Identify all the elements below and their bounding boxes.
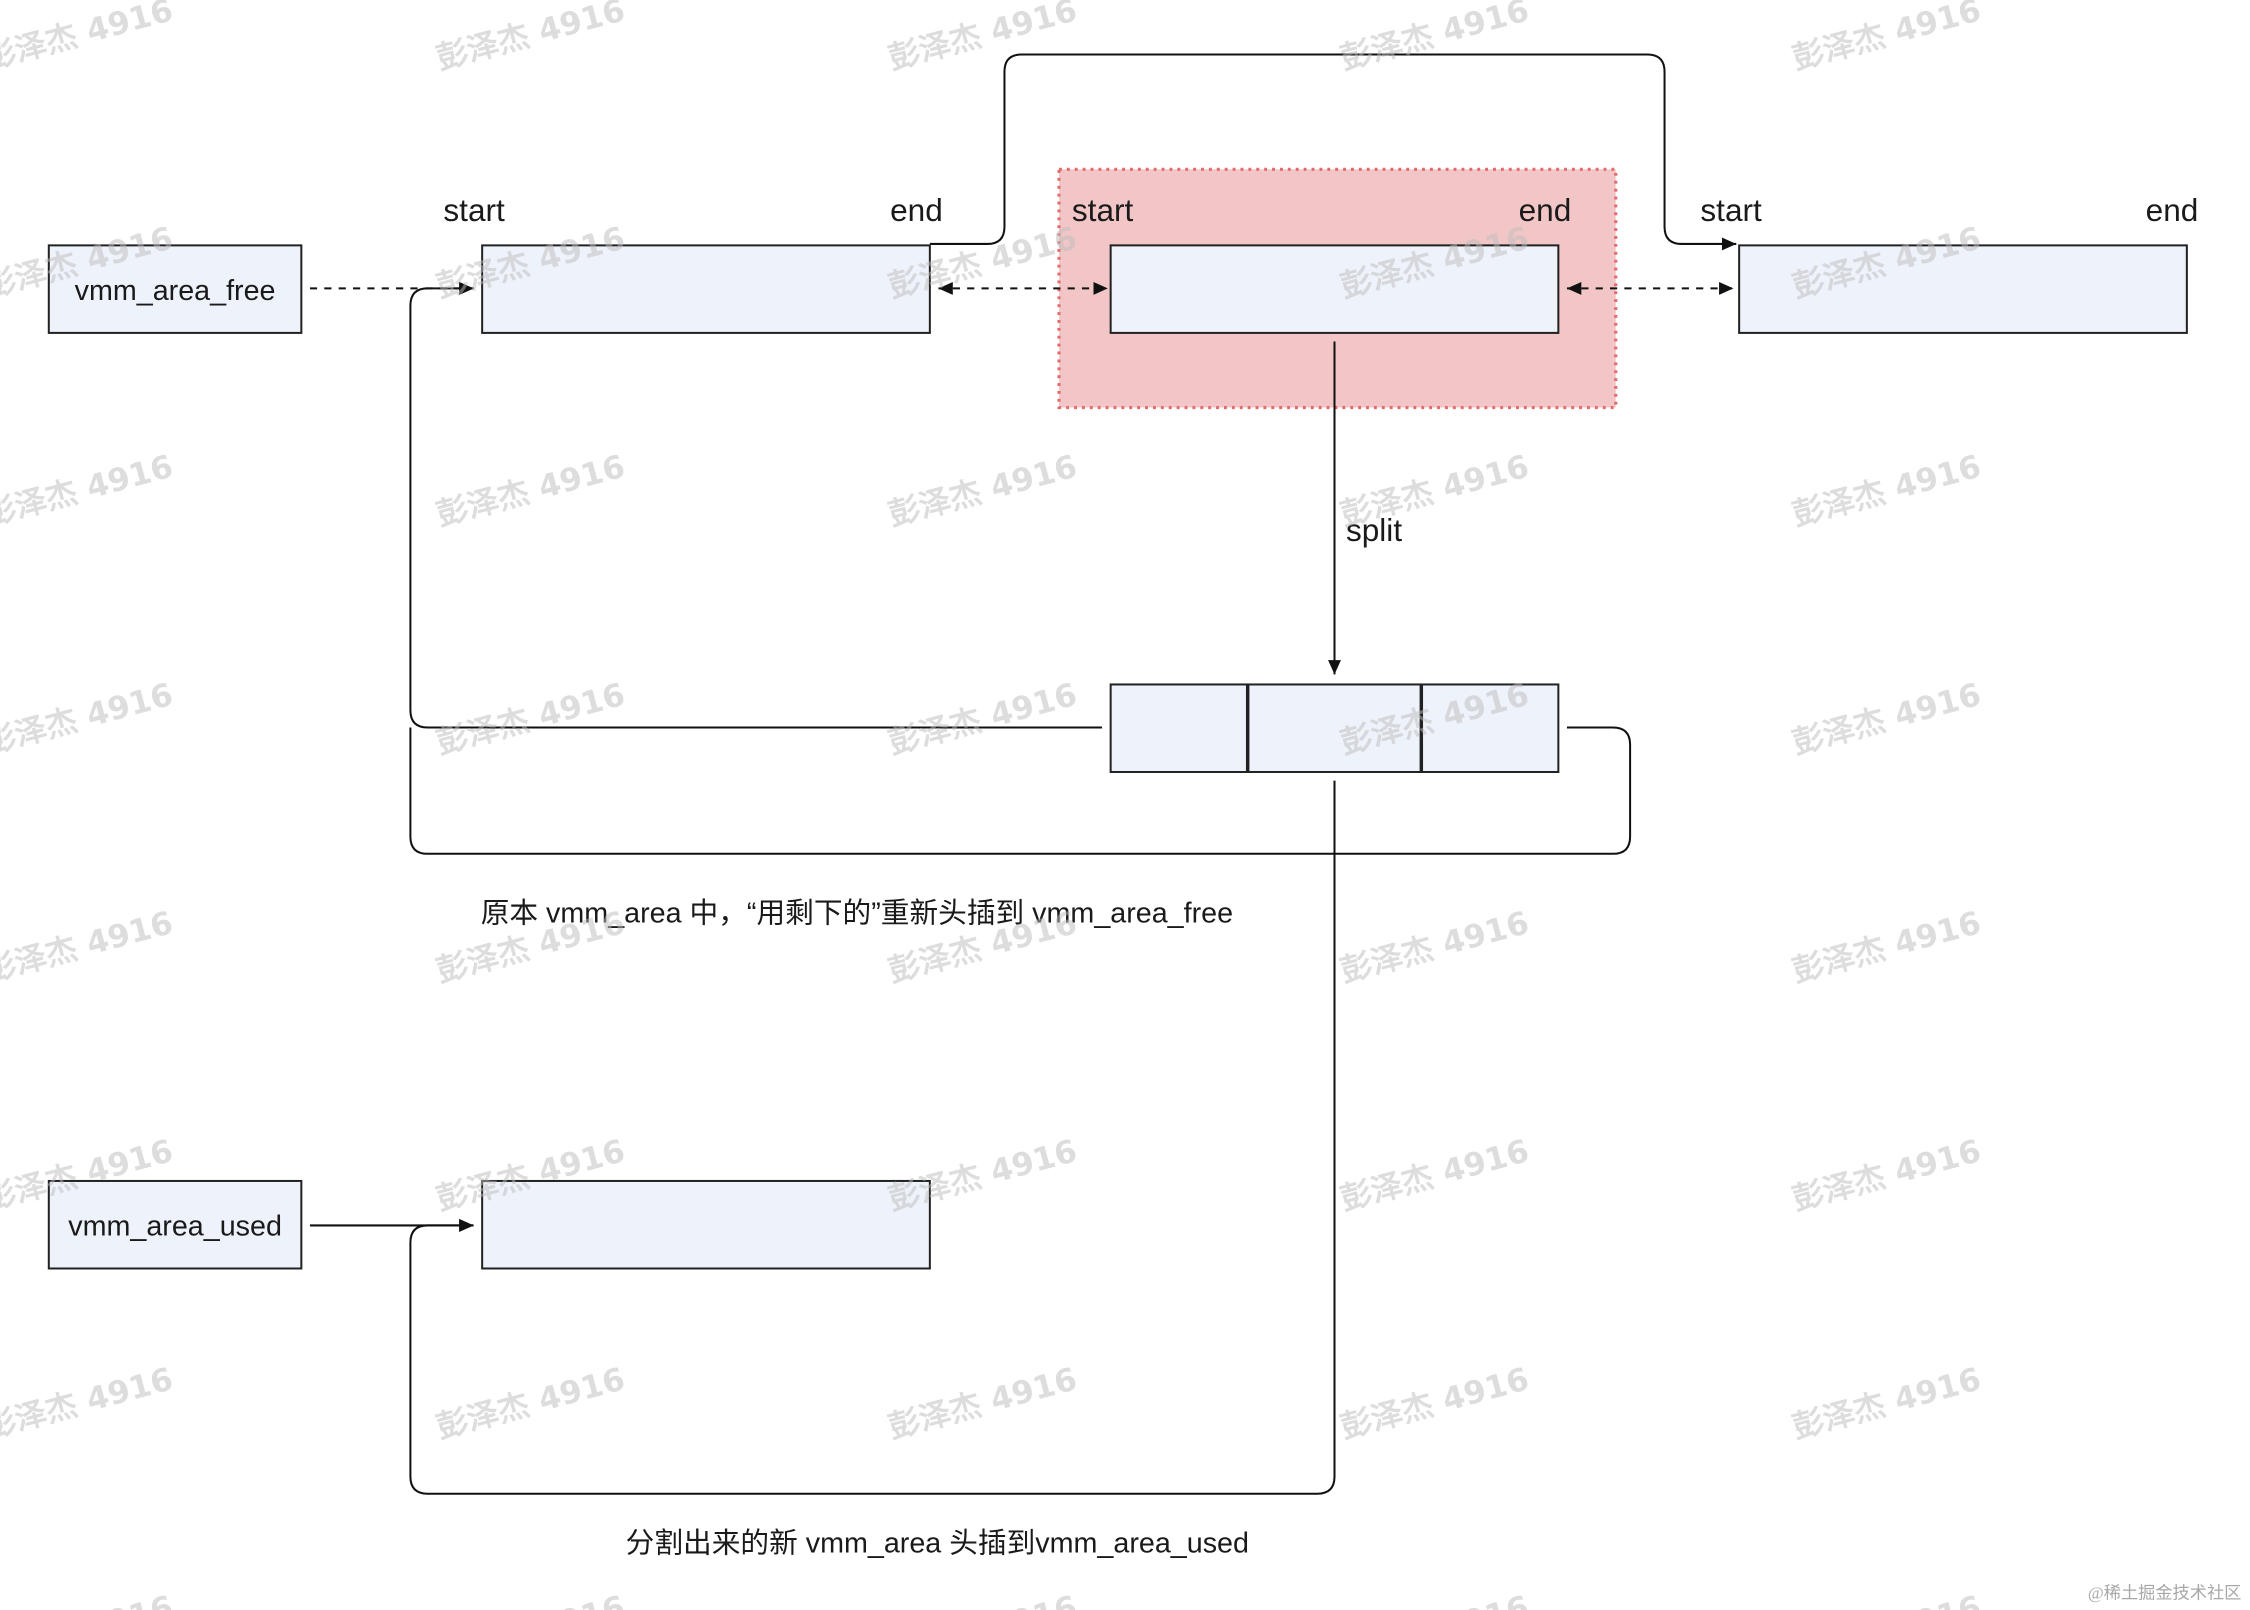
free-node-2-start-label: start: [1072, 192, 1134, 228]
free-node-2-end-label: end: [1519, 192, 1572, 228]
used-list-head-label: vmm_area_used: [68, 1210, 282, 1242]
watermark-text: 彭泽杰 4916: [885, 0, 1081, 77]
watermark-text: 彭泽杰 4916: [0, 905, 177, 990]
used-node-box: [481, 1179, 931, 1270]
watermark-text: 彭泽杰 4916: [1337, 905, 1533, 990]
used-insert-caption: 分割出来的新 vmm_area 头插到vmm_area_used: [626, 1528, 1249, 1560]
watermark-text: 彭泽杰 4916: [1789, 1133, 1985, 1218]
watermark-text: 彭泽杰 4916: [1337, 0, 1533, 77]
watermark-text: 彭泽杰 4916: [0, 1590, 177, 1610]
watermark-text: 彭泽杰 4916: [1337, 1590, 1533, 1610]
watermark-text: 彭泽杰 4916: [1789, 905, 1985, 990]
watermark-text: 彭泽杰 4916: [1337, 1361, 1533, 1446]
node1-to-node3-bypass-link: [929, 53, 1737, 251]
split-label: split: [1346, 512, 1402, 548]
split-middle-part-box: [1247, 683, 1422, 774]
split-left-part-to-free-list-connector: [409, 281, 1103, 729]
split-result: split: [1109, 512, 1560, 774]
watermark-text: 彭泽杰 4916: [0, 1361, 177, 1446]
watermark-text: 彭泽杰 4916: [1789, 1361, 1985, 1446]
free-node-1-box: [481, 244, 931, 334]
connectors: [309, 53, 1737, 1495]
free-node-3-box: [1738, 244, 2188, 334]
free-list-head-label: vmm_area_free: [75, 275, 276, 307]
watermark-text: 彭泽杰 4916: [885, 1590, 1081, 1610]
used-list-head-box: [47, 1179, 303, 1270]
watermark-text: 彭泽杰 4916: [433, 1361, 629, 1446]
free-node-3-end-label: end: [2146, 192, 2199, 228]
watermark-text: 彭泽杰 4916: [1337, 1133, 1533, 1218]
watermark-text: 彭泽杰 4916: [1789, 677, 1985, 762]
watermark-text: 彭泽杰 4916: [1789, 0, 1985, 77]
watermark-text: 彭泽杰 4916: [433, 0, 629, 77]
free-node-1-start-label: start: [443, 192, 505, 228]
watermark-text: 彭泽杰 4916: [433, 1590, 629, 1610]
watermark-layer: 彭泽杰 4916 彭泽杰 4916 彭泽杰 4916 彭泽杰 4916 彭泽杰 4916…: [0, 0, 1985, 1610]
split-left-part-box: [1109, 683, 1248, 774]
used-list: vmm_area_used: [47, 1179, 931, 1270]
watermark-text: 彭泽杰 4916: [433, 449, 629, 534]
split-right-part-box: [1421, 683, 1560, 774]
watermark-text: 彭泽杰 4916: [1789, 449, 1985, 534]
free-node-3-start-label: start: [1700, 192, 1762, 228]
free-list-head-box: [47, 244, 303, 334]
watermark-text: 彭泽杰 4916: [885, 677, 1081, 762]
watermark-text: 彭泽杰 4916: [1789, 1590, 1985, 1610]
watermark-text: 彭泽杰 4916: [0, 449, 177, 534]
watermark-text: 彭泽杰 4916: [0, 677, 177, 762]
split-right-part-to-free-list-connector: [409, 726, 1632, 855]
watermark-text: 彭泽杰 4916: [0, 0, 177, 77]
free-reinsert-caption: 原本 vmm_area 中，“用剩下的”重新头插到 vmm_area_free: [481, 898, 1233, 930]
watermark-text: 彭泽杰 4916: [885, 449, 1081, 534]
free-node-2-box: [1109, 244, 1560, 334]
free-list: vmm_area_free start end start end start …: [47, 192, 2199, 334]
watermark-text: 彭泽杰 4916: [885, 1361, 1081, 1446]
split-middle-part-to-used-list-connector: [409, 780, 1336, 1495]
free-node-1-end-label: end: [890, 192, 943, 228]
credit-watermark: @稀土掘金技术社区: [2088, 1584, 2241, 1603]
watermark-text: 彭泽杰 4916: [433, 677, 629, 762]
